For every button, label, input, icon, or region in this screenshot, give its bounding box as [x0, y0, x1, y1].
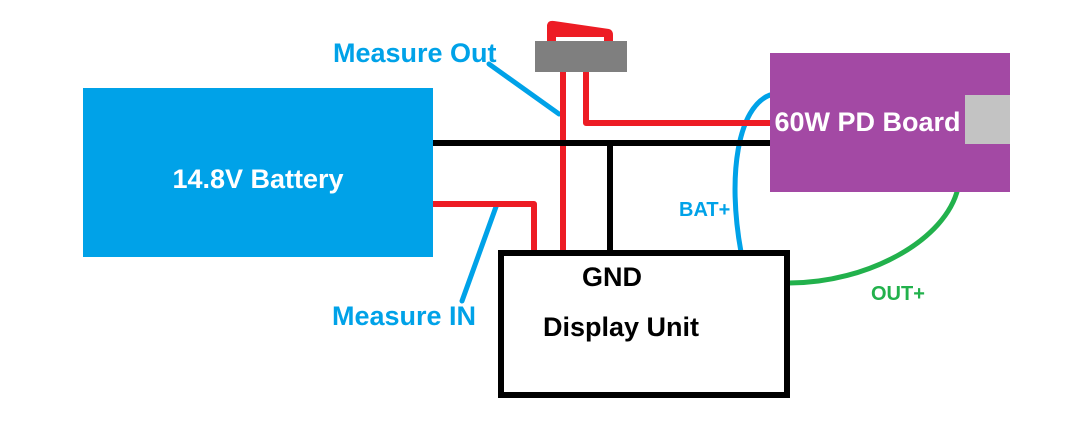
gnd-terminal-label: GND	[582, 262, 642, 292]
measure-in-annotation: Measure IN	[332, 301, 477, 331]
toggle-switch	[535, 20, 627, 72]
pd-board-label: 60W PD Board	[774, 107, 961, 137]
switch-body	[535, 41, 627, 72]
wire-bat-plus	[732, 92, 773, 255]
display-unit-block	[498, 250, 790, 398]
battery-block: 14.8V Battery	[83, 88, 433, 257]
wire-red-switch-to-pd-board	[583, 68, 770, 126]
switch-lever	[547, 20, 613, 43]
usb-port	[965, 95, 1010, 144]
pd-board-block: 60W PD Board	[770, 53, 1010, 192]
wire-out-plus	[786, 185, 961, 286]
measure-out-pointer-line	[486, 61, 562, 117]
measure-in-pointer-line	[459, 201, 500, 304]
bat-plus-annotation: BAT+	[679, 199, 731, 221]
out-plus-annotation: OUT+	[871, 283, 925, 305]
battery-label: 14.8V Battery	[172, 164, 344, 194]
display-unit-label: Display Unit	[543, 312, 700, 342]
measure-out-annotation: Measure Out	[333, 38, 497, 68]
wire-red-battery-to-display	[433, 201, 537, 252]
